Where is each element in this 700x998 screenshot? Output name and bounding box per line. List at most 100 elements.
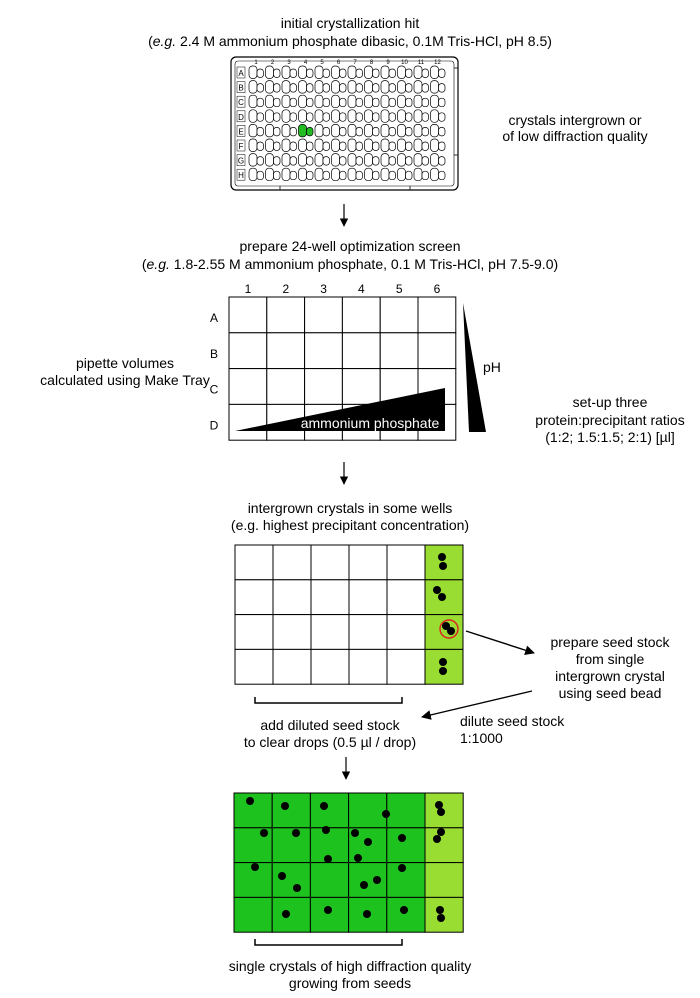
inter-well [386,614,426,650]
final-well [233,896,273,933]
plate96-well [265,80,274,94]
plate96-well-drop [289,170,297,181]
opt-row-label: B [210,347,218,361]
final-well [309,862,350,898]
plate96-well-drop [273,83,281,93]
plate96-row-label: F [239,142,244,151]
plate96-well [347,65,357,79]
plate96-well [331,80,340,94]
opt-row-label: C [210,383,219,397]
plate96-well [430,80,439,94]
final-well [309,792,350,829]
plate96-well [364,138,373,152]
plate96-well [397,65,406,79]
inter-well [310,614,350,650]
plate96-row-tab [236,125,246,137]
crystal-dot [260,829,268,837]
plate96-well [265,138,274,152]
crystal-dot [439,562,447,570]
plate96-well [314,124,324,138]
plate96-well-drop [438,68,446,78]
plate96-well [380,167,390,182]
plate96-well-drop [322,68,330,78]
add-seed-line2: to clear drops (0.5 µl / drop) [243,734,417,750]
initial-side-note-line2: of low diffraction quality [502,128,648,144]
plate96-well [364,124,373,138]
plate96-well [281,138,291,152]
plate96-well-drop [388,170,396,181]
final-line1: single crystals of high diffraction qual… [228,958,472,974]
plate96-well-drop [256,156,264,166]
optimization-example-prefix: e.g. [146,256,170,272]
plate96-well-drop [438,127,446,137]
plate96-row-tab [236,154,246,166]
initial-hit-example-text: 2.4 M ammonium phosphate dibasic, 0.1M T… [176,33,548,49]
plate96-well [281,153,291,167]
plate96-well-drop [256,68,264,78]
pipette-note-line1: pipette volumes [75,355,175,371]
final-well [233,792,273,829]
crystal-dot [437,914,445,922]
plate96-well-drop [256,112,264,122]
opt-well [379,296,419,334]
plate96-well [364,153,373,167]
crystal-dot [447,627,455,635]
final-well [271,862,311,898]
final-well [386,792,426,829]
plate96-well [413,167,423,182]
plate96-well [430,138,439,152]
final-well [348,792,388,829]
ratio-note-line2: protein:precipitant ratios [535,412,685,428]
opt-col-label: 6 [434,282,441,296]
plate96-well [281,80,291,94]
plate96-well-drop [421,112,429,122]
crystal-dot [324,906,332,914]
plate96-well [331,167,340,182]
plate96-well-drop [322,170,330,181]
plate96-well-drop [388,141,396,151]
plate96-well-drop [306,112,314,122]
plate96-well-drop [273,127,281,137]
final-well [271,827,311,864]
opt-well [417,332,457,370]
plate96-well [265,94,274,109]
inter-well [272,544,312,581]
plate96-well [397,109,406,123]
plate96-well-drop [256,83,264,93]
plate96-well-drop [388,68,396,78]
opt-row-label: A [210,311,218,325]
plate96-well [298,94,307,109]
crystal-dot [293,884,301,892]
plate96-well-drop [438,170,446,181]
plate96-well [347,167,357,182]
final-well [271,896,311,933]
crystal-dot [282,910,290,918]
plate96-well [331,109,340,123]
dilute-note-line1: dilute seed stock [460,713,565,729]
plate96-well [314,167,324,182]
plate96-row-label: H [238,171,244,180]
opt-well [417,296,457,334]
crystal-dot [433,586,441,594]
plate96-well [314,109,324,123]
inter-well [386,579,426,616]
plate96-well [380,80,390,94]
plate96-well [347,153,357,167]
plate96-well [265,109,274,123]
plate96-well-drop [306,83,314,93]
opt-well [228,332,268,370]
plate96-inner-rim [234,60,455,187]
plate96-well-drop [306,97,314,108]
plate96-well-drop [388,97,396,108]
plate96-well [413,94,423,109]
plate96-well-drop [372,170,380,181]
plate96-well [430,109,439,123]
inter-well [234,544,274,581]
optimization-example: (e.g. 1.8-2.55 M ammonium phosphate, 0.1… [141,256,559,272]
plate96-well-drop [421,170,429,181]
plate96-well-drop [306,170,314,181]
plate96-col-label: 9 [386,60,390,66]
plate96-well [364,80,373,94]
opt-well [379,332,419,370]
plate96-well-drop [256,170,264,181]
